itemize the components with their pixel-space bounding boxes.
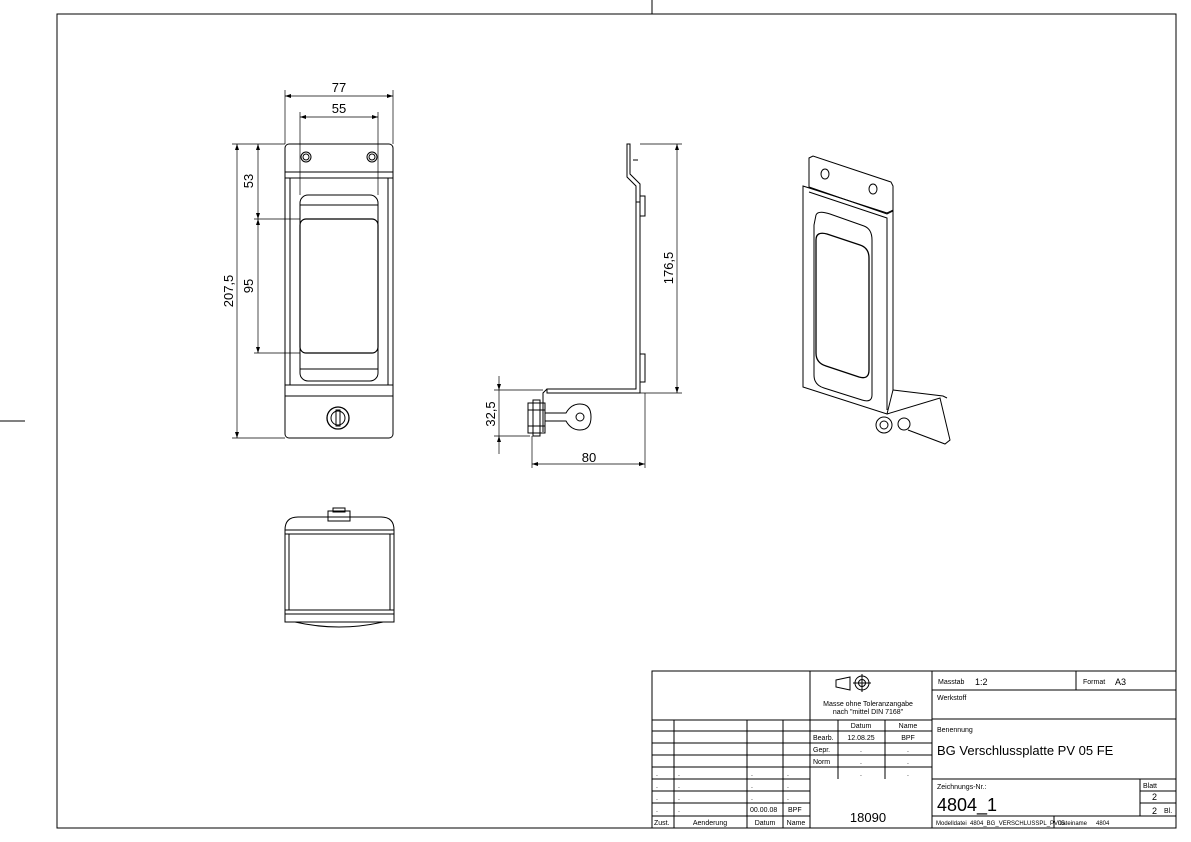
- front-view-dimensions: [232, 90, 394, 439]
- bearb-label: Bearb.: [813, 735, 834, 742]
- masstab-label: Masstab: [938, 679, 965, 686]
- rev-row3-datum: .: [751, 795, 753, 802]
- zeichnung-value: 4804_1: [937, 795, 997, 816]
- dim-53: 53: [241, 174, 256, 188]
- rev-row4-aend: .: [678, 807, 680, 814]
- aenderung-label: Aenderung: [693, 820, 727, 827]
- rev-row3-aend: .: [678, 795, 680, 802]
- zust-label: Zust.: [654, 820, 670, 827]
- tolerance-note-line1: Masse ohne Toleranzangabe: [823, 701, 913, 708]
- rev-row1-datum: .: [751, 771, 753, 778]
- side-view-arrows: [497, 144, 679, 466]
- gepr-label: Gepr.: [813, 747, 830, 754]
- datum-header: Datum: [851, 723, 872, 730]
- dim-77: 77: [332, 80, 346, 95]
- rev-row2-datum: .: [751, 783, 753, 790]
- blatt-value: 2: [1152, 792, 1157, 802]
- format-value: A3: [1115, 677, 1126, 687]
- name-header: Name: [899, 723, 918, 730]
- norm-date-2: .: [860, 771, 862, 778]
- name-label: Name: [787, 820, 806, 827]
- rev-row3-zust: .: [656, 795, 658, 802]
- dim-55: 55: [332, 101, 346, 116]
- gepr-name: .: [907, 747, 909, 754]
- dim-176-5: 176,5: [661, 252, 676, 285]
- front-view: [284, 143, 394, 439]
- norm-label: Norm: [813, 759, 830, 766]
- dateiname-value: 4804: [1096, 821, 1110, 827]
- rev-date: 00.00.08: [750, 807, 777, 814]
- tolerance-note-line2: nach "mittel DIN 7168": [833, 709, 904, 716]
- rev-row2-name: .: [787, 783, 789, 790]
- dim-95: 95: [241, 279, 256, 293]
- isometric-view: [802, 155, 951, 445]
- benennung-label: Benennung: [937, 727, 973, 734]
- rev-row1-zust: .: [656, 771, 658, 778]
- front-view-arrows: [235, 94, 393, 438]
- masstab-value: 1:2: [975, 677, 988, 687]
- gepr-date: .: [860, 747, 862, 754]
- norm-name-2: .: [907, 771, 909, 778]
- blatt-total: 2: [1152, 806, 1157, 816]
- dim-207-5: 207,5: [221, 275, 236, 308]
- side-view: [527, 143, 646, 437]
- datum-label: Datum: [755, 820, 776, 827]
- rev-row4-zust: .: [656, 807, 658, 814]
- rev-row2-aend: .: [678, 783, 680, 790]
- bearb-date: 12.08.25: [847, 735, 874, 742]
- drawing-number-18090: 18090: [850, 810, 886, 825]
- werkstoff-label: Werkstoff: [937, 695, 966, 702]
- norm-date: .: [860, 759, 862, 766]
- bottom-view: [284, 507, 395, 628]
- bearb-name: BPF: [901, 735, 915, 742]
- blatt-label: Blatt: [1143, 783, 1157, 790]
- dim-80: 80: [582, 450, 596, 465]
- dateiname-label: Dateiname: [1058, 821, 1088, 827]
- rev-row1-name: .: [787, 771, 789, 778]
- modeldatei-value: 4804_BG_VERSCHLUSSPL_PV05: [970, 821, 1065, 827]
- dim-32-5: 32,5: [483, 401, 498, 426]
- rev-row3-name: .: [787, 795, 789, 802]
- format-label: Format: [1083, 679, 1105, 686]
- blatt-unit: Bl.: [1164, 808, 1172, 815]
- benennung-value: BG Verschlussplatte PV 05 FE: [937, 743, 1114, 758]
- drawing-border: [56, 13, 1177, 829]
- zeichnung-label: Zeichnungs-Nr.:: [937, 784, 986, 791]
- side-view-dimensions: [494, 143, 682, 468]
- rev-row2-zust: .: [656, 783, 658, 790]
- modeldatei-label: Modelldatei: [936, 821, 967, 827]
- rev-row1-aend: .: [678, 771, 680, 778]
- norm-name: .: [907, 759, 909, 766]
- rev-name: BPF: [788, 807, 802, 814]
- title-block: [651, 670, 1177, 829]
